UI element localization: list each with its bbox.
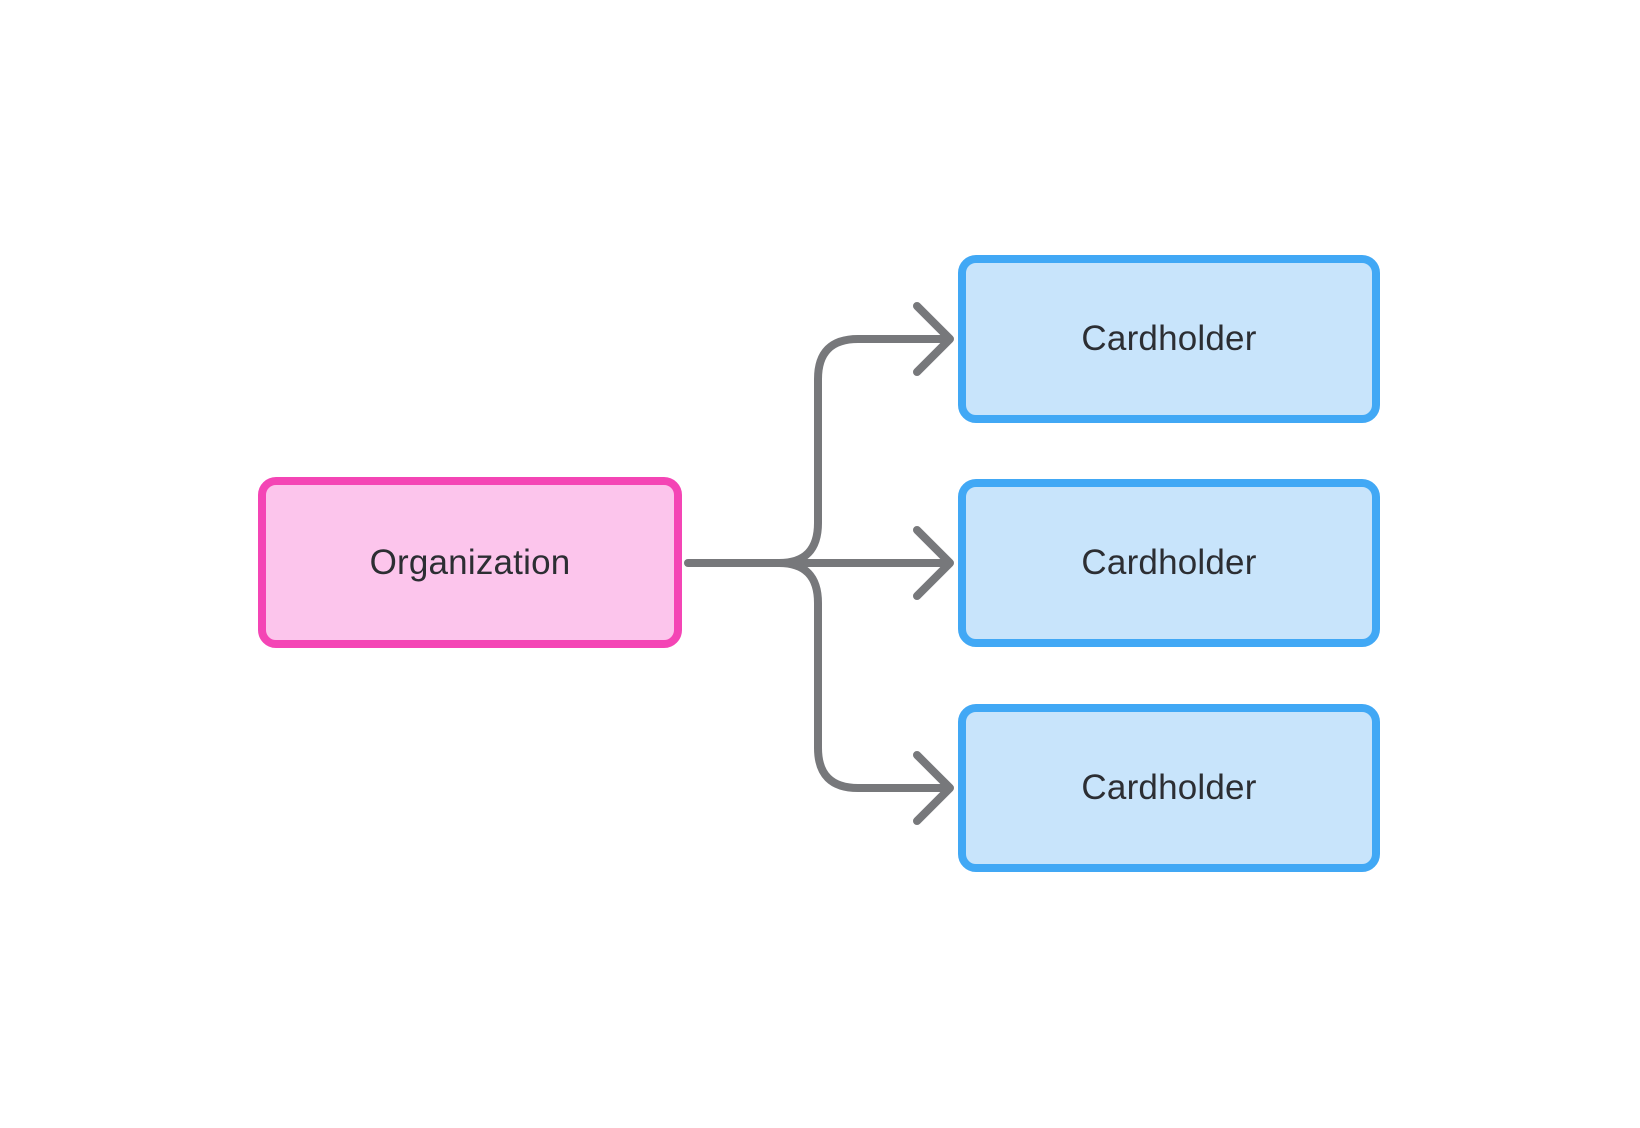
node-organization[interactable]: Organization bbox=[258, 477, 682, 648]
arrowhead-cardholder-3-icon bbox=[913, 751, 954, 825]
edge-organization-cardholder-3[interactable] bbox=[775, 559, 950, 792]
node-cardholder-3[interactable]: Cardholder bbox=[958, 704, 1380, 872]
node-organization-label: Organization bbox=[369, 542, 571, 582]
arrowhead-cardholder-2-icon bbox=[913, 526, 954, 600]
node-cardholder-2-label: Cardholder bbox=[1081, 543, 1257, 582]
arrowhead-cardholder-1-icon bbox=[913, 302, 954, 376]
node-cardholder-1[interactable]: Cardholder bbox=[958, 255, 1380, 423]
node-cardholder-1-label: Cardholder bbox=[1081, 319, 1257, 358]
edge-organization-cardholder-1[interactable] bbox=[775, 335, 950, 567]
node-cardholder-2[interactable]: Cardholder bbox=[958, 479, 1380, 647]
node-cardholder-3-label: Cardholder bbox=[1081, 768, 1257, 807]
